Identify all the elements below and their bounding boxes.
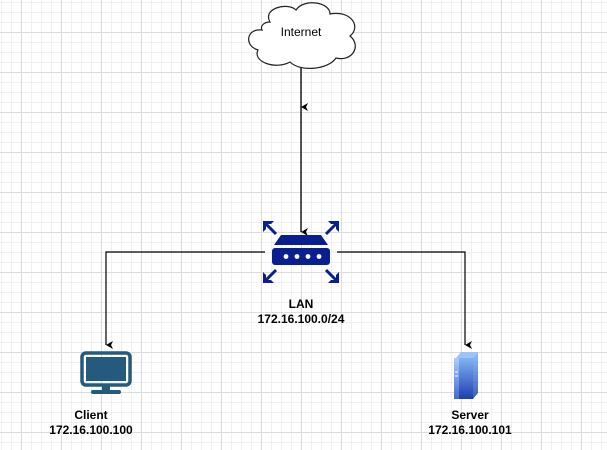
router-icon[interactable] xyxy=(263,221,339,283)
edge-lan-server[interactable] xyxy=(337,251,472,349)
monitor-icon[interactable] xyxy=(80,351,132,394)
server-title: Server xyxy=(451,408,489,422)
server-ip: 172.16.100.101 xyxy=(428,423,512,437)
cloud-icon xyxy=(248,2,356,69)
internet-label: Internet xyxy=(280,25,322,39)
server-icon[interactable] xyxy=(454,352,478,399)
client-title: Client xyxy=(74,408,108,422)
client-ip: 172.16.100.100 xyxy=(49,423,133,437)
lan-title: LAN xyxy=(288,297,314,311)
lan-subnet: 172.16.100.0/24 xyxy=(257,312,345,326)
internet-cloud-node[interactable] xyxy=(248,2,356,69)
edge-lan-client[interactable] xyxy=(105,251,265,349)
